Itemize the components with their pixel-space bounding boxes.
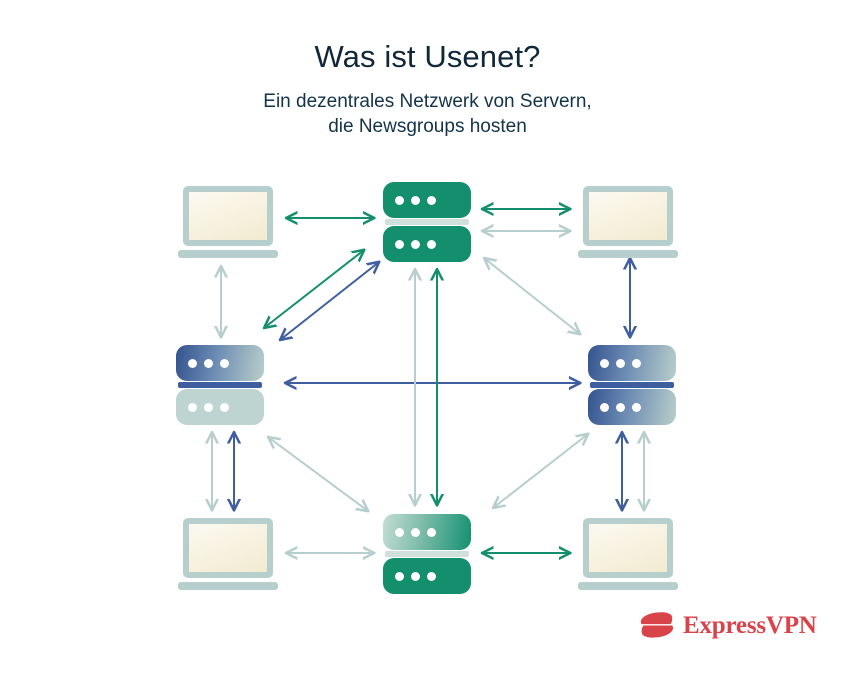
server-indicator-dot [220,402,229,412]
server-top-center[interactable] [383,182,471,262]
laptop-screen [183,186,273,246]
laptop-top-right[interactable] [578,186,678,258]
server-indicator-dot [204,358,213,368]
server-indicator-dot [411,239,420,249]
expressvpn-wordmark: ExpressVPN [683,611,817,639]
laptop-top-left[interactable] [178,186,278,258]
server-middle-right[interactable] [588,345,676,425]
server-indicator-dot [427,239,436,249]
expressvpn-e-mark-icon [640,612,674,638]
server-bar-bottom [588,389,676,425]
laptop-bottom-left[interactable] [178,518,278,590]
connection-server-middle-left-to-server-top-center-green [264,250,364,328]
server-bar-top [588,345,676,381]
laptop-base [178,582,278,590]
expressvpn-logo[interactable]: ExpressVPN [640,612,817,638]
server-indicator-dot [427,571,436,581]
server-divider [385,219,469,225]
laptop-icon [578,518,678,590]
server-icon [176,345,264,425]
server-middle-left[interactable] [176,345,264,425]
server-indicator-dot [188,402,197,412]
server-bar-bottom [383,558,471,594]
server-divider [178,382,262,388]
server-divider [385,551,469,557]
server-icon [588,345,676,425]
server-indicator-dot [220,358,229,368]
page-subtitle-line-2: die Newsgroups hosten [328,116,527,138]
server-bar-top [383,182,471,218]
server-indicator-dot [411,527,420,537]
laptop-screen [583,518,673,578]
server-divider [590,382,674,388]
server-indicator-dot [395,571,404,581]
laptop-screen [583,186,673,246]
connection-server-middle-left-to-server-top-center-blue [280,262,379,340]
page-title: Was ist Usenet? [314,39,541,74]
laptop-base [178,250,278,258]
heading-block: Was ist Usenet? Ein dezentrales Netzwerk… [0,38,855,139]
connection-server-top-center-to-server-middle-right-pale [484,258,580,334]
server-indicator-dot [204,402,213,412]
connection-server-middle-left-to-server-bottom-center-pale [268,437,368,511]
server-indicator-dot [427,527,436,537]
laptop-base [578,582,678,590]
server-bar-top [176,345,264,381]
server-indicator-dot [600,402,609,412]
server-indicator-dot [632,358,641,368]
server-indicator-dot [395,195,404,205]
server-indicator-dot [411,195,420,205]
laptop-icon [178,518,278,590]
server-bar-bottom [383,226,471,262]
laptop-bottom-right[interactable] [578,518,678,590]
server-indicator-dot [616,402,625,412]
server-icon [383,182,471,262]
server-indicator-dot [427,195,436,205]
server-indicator-dot [600,358,609,368]
server-indicator-dot [632,402,641,412]
laptop-base [578,250,678,258]
laptop-icon [578,186,678,258]
server-bar-bottom [176,389,264,425]
server-bar-top [383,514,471,550]
page-subtitle: Ein dezentrales Netzwerk von Servern, di… [0,89,855,139]
server-indicator-dot [616,358,625,368]
connection-server-bottom-center-to-server-middle-right-pale [493,434,588,508]
server-bottom-center[interactable] [383,514,471,594]
laptop-icon [178,186,278,258]
server-indicator-dot [395,239,404,249]
server-indicator-dot [188,358,197,368]
laptop-screen [183,518,273,578]
page-subtitle-line-1: Ein dezentrales Netzwerk von Servern, [263,91,592,113]
server-icon [383,514,471,594]
server-indicator-dot [395,527,404,537]
server-indicator-dot [411,571,420,581]
